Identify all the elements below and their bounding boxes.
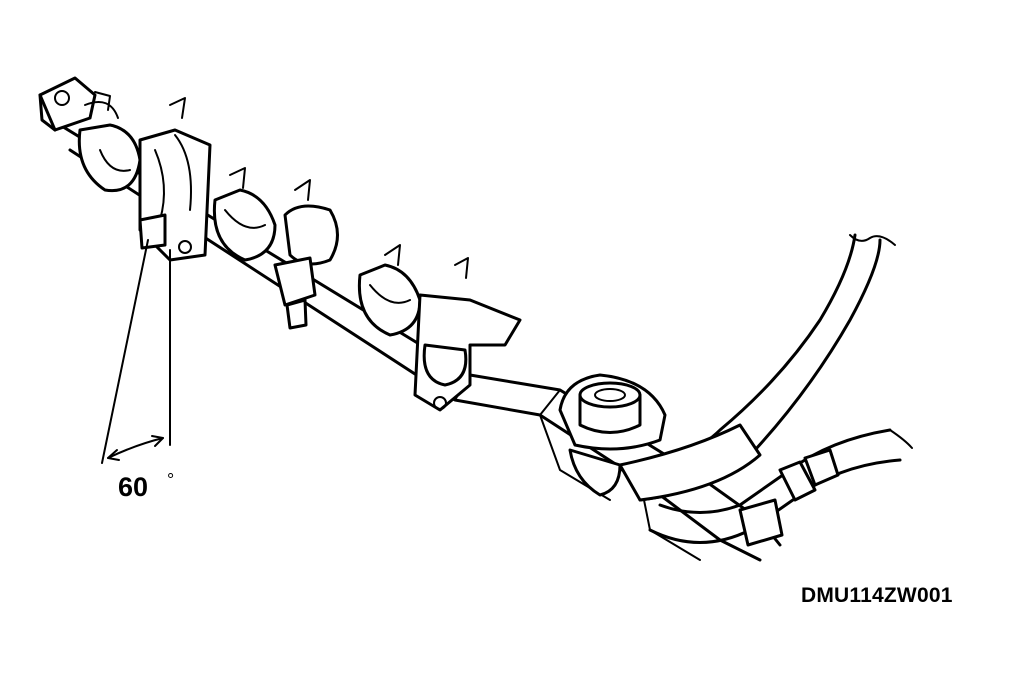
injector-5: [357, 244, 422, 337]
angle-degree-symbol: °: [167, 470, 175, 490]
angle-value-label: 60: [118, 472, 149, 502]
injector-3: [212, 167, 277, 262]
injector-6: [413, 257, 522, 412]
pressure-regulator: [558, 373, 667, 497]
angle-indicator: [101, 239, 171, 464]
left-mounting-bracket: [38, 76, 97, 132]
injector-2: [138, 97, 212, 262]
fuel-feed-hose: [648, 428, 913, 547]
fuel-return-hose: [618, 233, 896, 502]
injector-1: [77, 91, 142, 193]
diagram-code-label: DMU114ZW001: [801, 584, 953, 607]
injector-4: [273, 179, 339, 330]
